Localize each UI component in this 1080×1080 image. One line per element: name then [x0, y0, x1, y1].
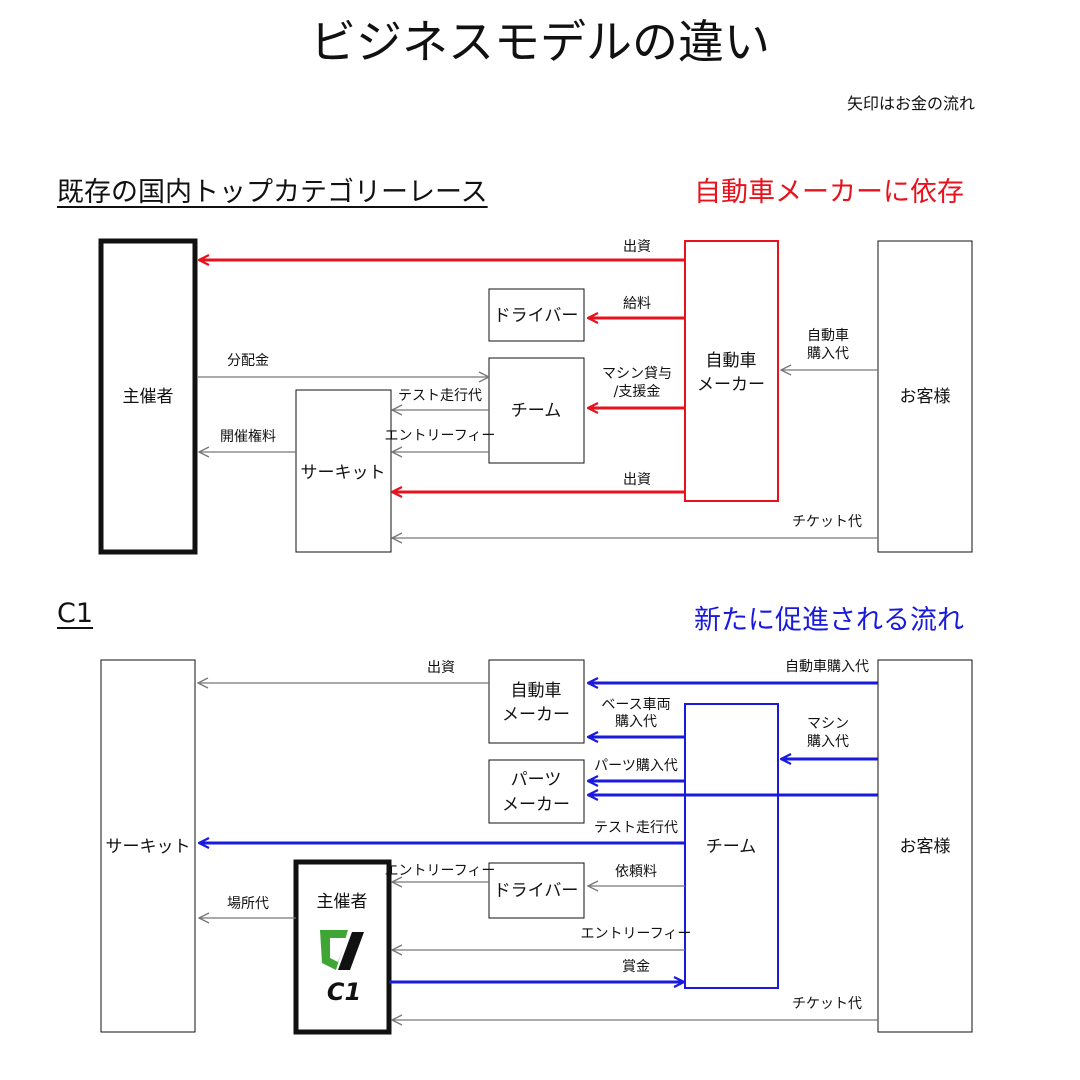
page-title: ビジネスモデルの違い: [310, 15, 770, 69]
c1-maker-label-line2: メーカー: [502, 705, 570, 725]
flow-ticket-label: チケット代: [792, 514, 862, 530]
c1-flow-car-purchase-label: 自動車購入代: [785, 658, 869, 675]
c1-flow-base-car-label-line1: ベース車両: [601, 696, 670, 713]
c1-team-box: [684, 703, 779, 989]
c1-flow-test-run-label: テスト走行代: [594, 820, 678, 836]
driver-label: ドライバー: [494, 306, 579, 326]
c1-circuit-label: サーキット: [106, 837, 191, 857]
c1-flow-request-fee-label: 依頼料: [615, 864, 657, 880]
c1-circuit-box: [100, 659, 196, 1033]
flow-car-purchase-label-line1: 自動車: [807, 327, 849, 344]
flow-machine-support-label-line2: /支援金: [614, 384, 661, 400]
c1-parts-maker-label-line1: パーツ: [511, 770, 562, 790]
c1-driver-label: ドライバー: [494, 881, 579, 901]
c1-flow-base-car-label-line2: 購入代: [615, 714, 657, 730]
section-existing-title: 既存の国内トップカテゴリーレース: [57, 177, 488, 208]
maker-box: [684, 240, 779, 502]
team-box: [488, 357, 585, 464]
flow-salary-label: 給料: [623, 296, 651, 312]
circuit-label: サーキット: [301, 463, 386, 483]
customer-box: [877, 240, 973, 553]
flow-hosting-fee-label: 開催権料: [220, 428, 276, 445]
c1-flow-venue-fee-label: 場所代: [227, 896, 269, 912]
organizer-label: 主催者: [123, 387, 174, 407]
c1-diagram: サーキット 自動車 メーカー パーツ メーカー チーム ドライバー 主催者 C1…: [100, 658, 973, 1035]
c1-maker-label-line1: 自動車: [511, 681, 562, 701]
flow-car-purchase-label-line2: 購入代: [807, 346, 849, 362]
c1-organizer-label: 主催者: [317, 892, 368, 912]
flow-distribution-label: 分配金: [227, 353, 269, 369]
c1-logo: C1: [320, 930, 364, 1006]
team-label: チーム: [511, 401, 562, 421]
flow-investment-circuit-label: 出資: [623, 472, 651, 488]
c1-flow-driver-entry-label: エントリーフィー: [385, 863, 496, 879]
legend-note: 矢印はお金の流れ: [846, 94, 975, 113]
c1-parts-maker-label-line2: メーカー: [502, 795, 570, 815]
customer-label: お客様: [900, 387, 951, 407]
c1-parts-maker-box: [488, 759, 585, 824]
c1-customer-box: [877, 659, 973, 1033]
circuit-box: [295, 389, 392, 553]
c1-customer-label: お客様: [900, 837, 951, 857]
c1-maker-box: [488, 659, 585, 744]
c1-logo-text: C1: [327, 978, 361, 1006]
c1-flow-machine-purchase-label-line2: 購入代: [807, 734, 849, 750]
section-existing-tag: 自動車メーカーに依存: [694, 177, 964, 208]
flow-test-run-label: テスト走行代: [398, 388, 482, 404]
flow-machine-support-label-line1: マシン貸与: [602, 366, 672, 382]
section-c1-tag: 新たに促進される流れ: [694, 605, 964, 636]
section-c1-title: C1: [57, 598, 94, 629]
maker-label-line1: 自動車: [706, 351, 757, 371]
organizer-box: [98, 238, 198, 555]
c1-flow-machine-purchase-label-line1: マシン: [807, 716, 849, 732]
c1-flow-prize-label: 賞金: [622, 959, 650, 975]
c1-flow-investment-label: 出資: [427, 660, 455, 676]
existing-diagram: 主催者 ドライバー チーム サーキット 自動車 メーカー お客様 出資 給料 自…: [98, 238, 973, 555]
maker-label-line2: メーカー: [697, 375, 765, 395]
flow-entry-fee-label: エントリーフィー: [385, 428, 496, 444]
c1-team-label: チーム: [706, 837, 757, 857]
flow-investment-organizer-label: 出資: [623, 239, 651, 255]
c1-flow-parts-purchase-label: パーツ購入代: [594, 758, 678, 774]
c1-driver-box: [488, 862, 585, 919]
driver-box: [488, 288, 585, 342]
c1-flow-team-entry-label: エントリーフィー: [581, 926, 692, 942]
c1-flow-ticket-label: チケット代: [792, 996, 862, 1012]
